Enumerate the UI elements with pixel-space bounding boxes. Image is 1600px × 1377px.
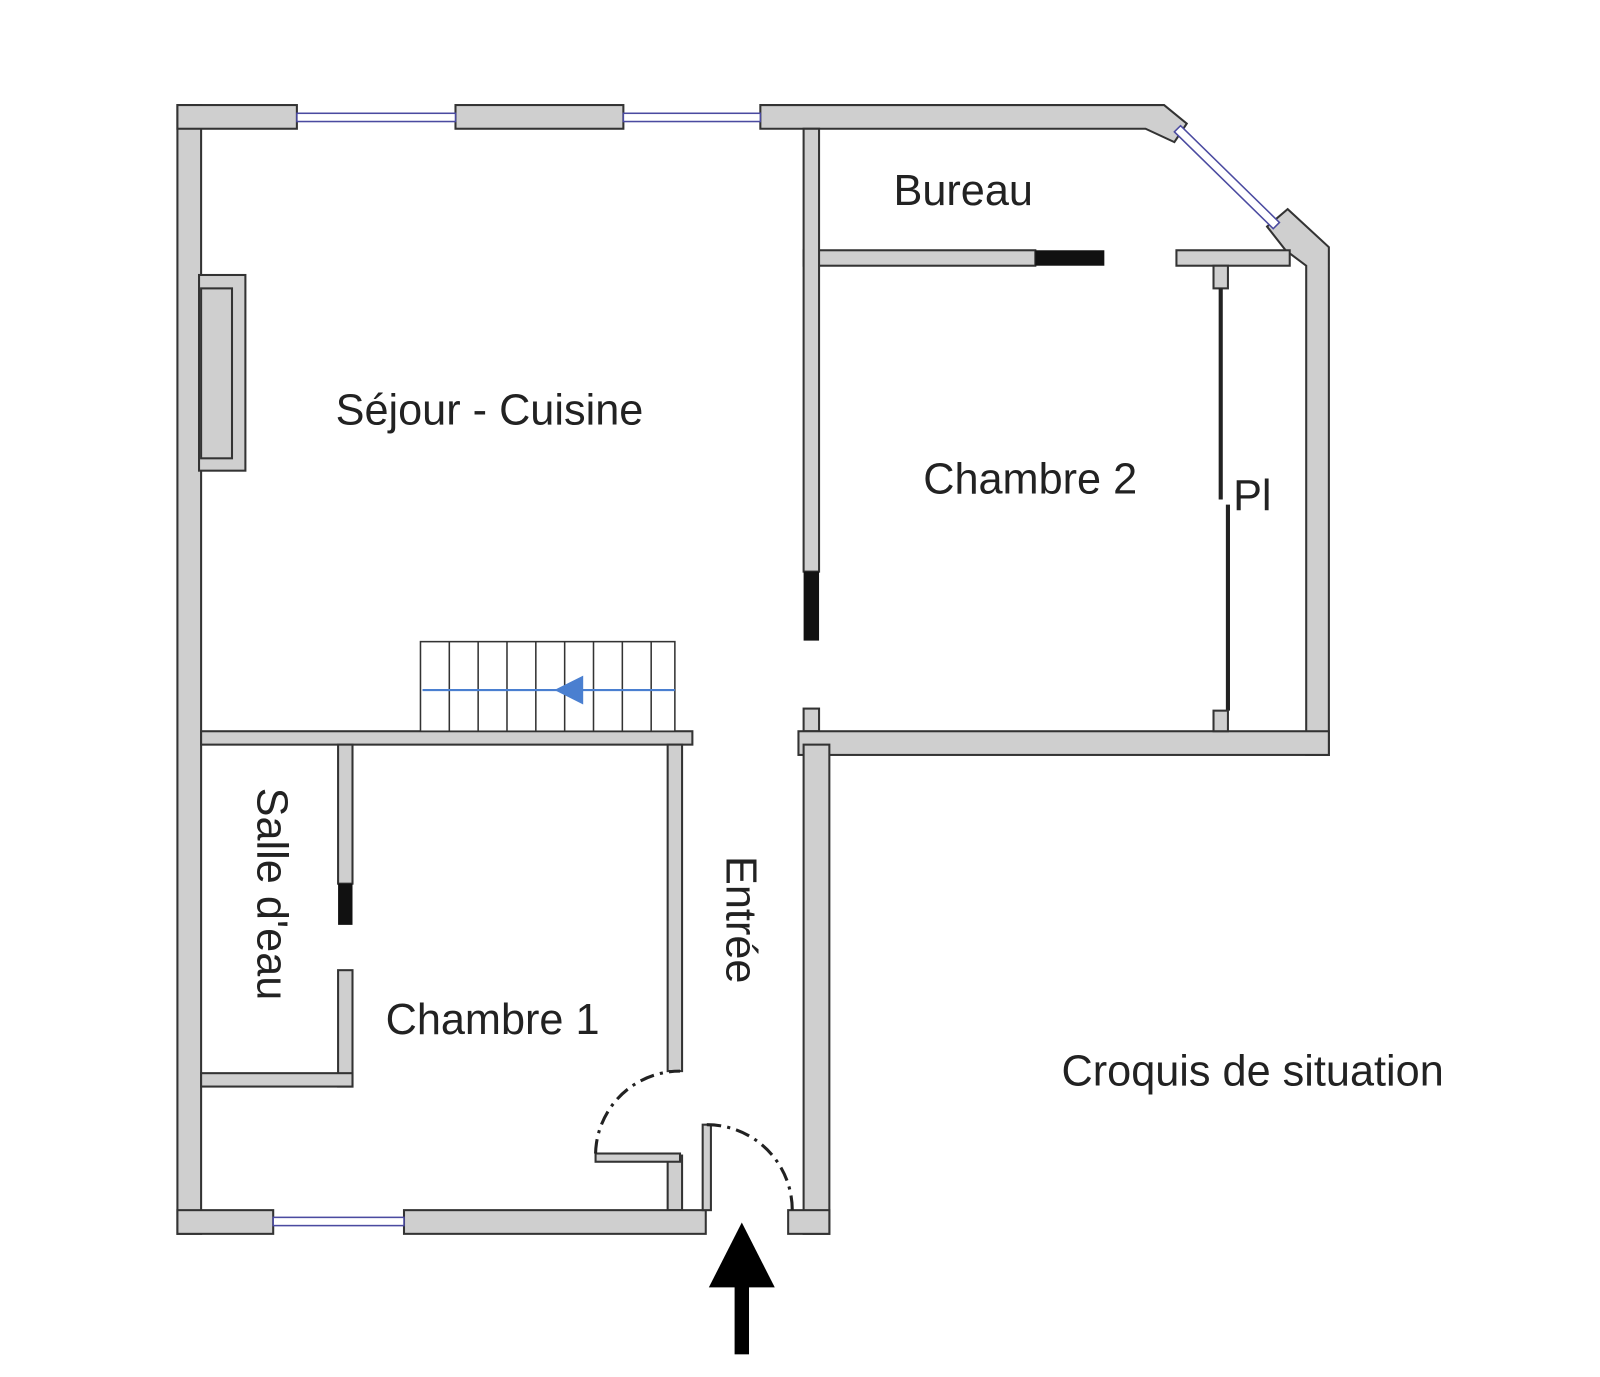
stair-direction-arrow-icon <box>554 675 584 705</box>
label-placard: Pl <box>1233 472 1271 520</box>
label-entree: Entrée <box>716 856 764 983</box>
entrance-arrow-icon <box>708 1222 775 1355</box>
windows <box>272 112 1281 1227</box>
doors <box>594 1069 794 1212</box>
label-bureau: Bureau <box>894 167 1033 215</box>
staircase <box>419 640 676 733</box>
plan-title: Croquis de situation <box>1062 1048 1444 1096</box>
label-chambre-1: Chambre 1 <box>386 996 600 1044</box>
fireplace <box>198 273 247 472</box>
label-salle-eau: Salle d'eau <box>248 788 296 1001</box>
walls <box>176 104 1330 1235</box>
label-sejour-cuisine: Séjour - Cuisine <box>336 386 644 434</box>
label-chambre-2: Chambre 2 <box>923 455 1137 503</box>
